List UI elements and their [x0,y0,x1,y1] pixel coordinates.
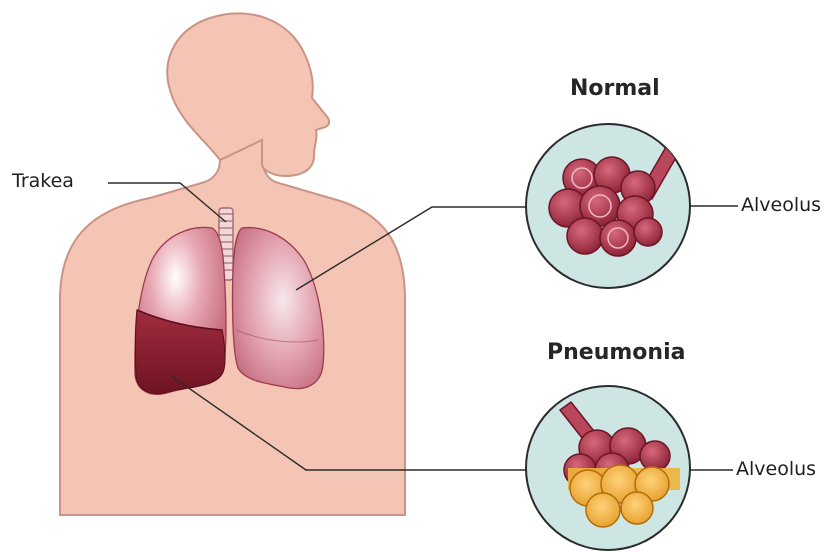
trachea-label: Trakea [12,170,74,192]
pneumonia-alveolus-label: Alveolus [736,458,816,480]
pneumonia-alveoli [526,386,690,550]
normal-alveoli [526,124,690,288]
normal-alveolus-label: Alveolus [741,194,821,216]
normal-title: Normal [570,76,660,101]
pneumonia-title: Pneumonia [547,340,685,365]
